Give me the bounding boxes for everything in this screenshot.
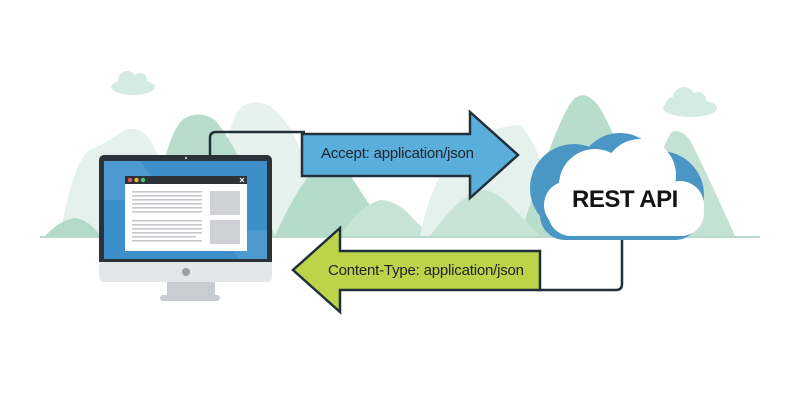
window-maximize-dot-icon <box>140 177 146 183</box>
rest-api-label: REST API <box>572 186 678 213</box>
monitor-logo-icon <box>182 268 190 276</box>
sky-cloud-right <box>663 87 717 117</box>
image-placeholder-bottom <box>210 220 240 244</box>
sky-cloud-left <box>111 71 155 95</box>
rest-api-cloud <box>530 133 704 240</box>
response-arrow <box>291 225 542 315</box>
client-computer <box>99 155 272 301</box>
monitor-base <box>160 295 220 301</box>
browser-window <box>125 176 247 251</box>
window-close-dot-icon <box>127 177 133 183</box>
browser-titlebar <box>125 176 247 184</box>
monitor-neck <box>167 282 215 295</box>
response-connector-line <box>538 236 624 292</box>
request-connector-line <box>208 130 305 157</box>
window-close-x-icon <box>239 177 245 183</box>
response-arrow-label: Content-Type: application/json <box>328 262 524 279</box>
text-lines <box>132 191 202 242</box>
image-placeholder-top <box>210 191 240 215</box>
request-arrow <box>300 109 520 201</box>
window-minimize-dot-icon <box>134 177 139 183</box>
request-arrow-label: Accept: application/json <box>321 145 474 162</box>
webcam-icon <box>185 157 187 159</box>
